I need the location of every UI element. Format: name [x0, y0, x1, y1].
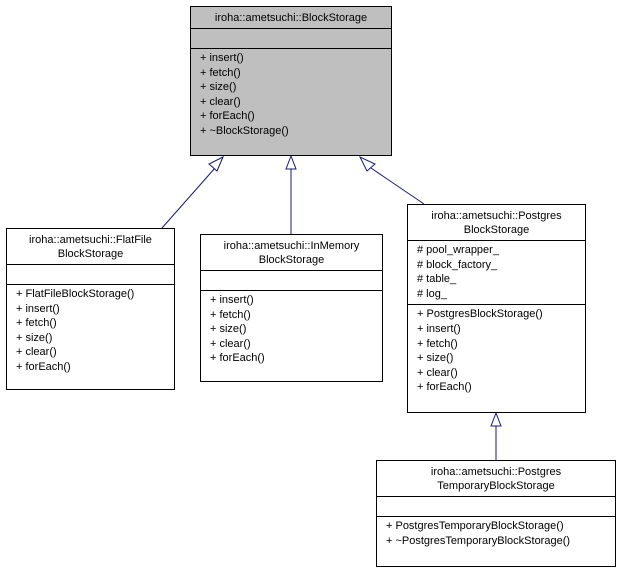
class-flat-file-methods: + FlatFileBlockStorage() + insert() + fe… — [7, 284, 174, 378]
class-title-line: BlockStorage — [57, 248, 124, 260]
class-title-line: iroha::ametsuchi::FlatFile — [29, 234, 152, 246]
edge-flatfile-to-blockstorage — [161, 167, 216, 229]
class-postgres-methods: + PostgresBlockStorage() + insert() + fe… — [408, 304, 585, 398]
arrowhead-postgres-to-blockstorage — [358, 155, 376, 172]
attribute: # table_ — [417, 273, 457, 286]
class-postgres-attributes: # pool_wrapper_ # block_factory_ # table… — [408, 240, 585, 304]
class-block-storage[interactable]: iroha::ametsuchi::BlockStorage + insert(… — [190, 6, 392, 156]
method: + fetch() — [16, 317, 57, 330]
method: + fetch() — [210, 308, 251, 321]
method: + PostgresBlockStorage() — [417, 308, 543, 321]
class-flat-file-title: iroha::ametsuchi::FlatFile BlockStorage — [7, 229, 174, 264]
method: + forEach() — [200, 110, 255, 123]
class-in-memory-attributes — [201, 270, 382, 290]
method: + size() — [210, 323, 247, 336]
class-block-storage-methods: + insert() + fetch() + size() + clear() … — [191, 48, 391, 142]
method: + ~BlockStorage() — [200, 124, 289, 137]
arrowhead-temporary-to-postgres — [490, 411, 502, 427]
method: + size() — [200, 81, 237, 94]
method: + insert() — [200, 52, 244, 64]
class-postgres-block-storage[interactable]: iroha::ametsuchi::Postgres BlockStorage … — [407, 204, 586, 413]
class-block-storage-attributes — [191, 28, 391, 48]
method: + size() — [417, 352, 454, 365]
method: + clear() — [417, 366, 458, 379]
method: + PostgresTemporaryBlockStorage() — [386, 520, 564, 532]
class-title-line: iroha::ametsuchi::Postgres — [430, 466, 562, 478]
class-title-line: BlockStorage — [258, 254, 325, 266]
class-flat-file-attributes — [7, 264, 174, 284]
class-postgres-temporary-block-storage[interactable]: iroha::ametsuchi::Postgres TemporaryBloc… — [376, 460, 616, 567]
attribute: # log_ — [417, 287, 447, 300]
arrowhead-flatfile-to-blockstorage — [208, 155, 224, 172]
class-postgres-temporary-methods: + PostgresTemporaryBlockStorage() + ~Pos… — [377, 516, 615, 551]
class-block-storage-title: iroha::ametsuchi::BlockStorage — [191, 7, 391, 28]
method: + fetch() — [200, 66, 241, 79]
method: + insert() — [16, 302, 60, 315]
method: + size() — [16, 331, 53, 344]
method: + insert() — [210, 294, 254, 306]
attribute: # pool_wrapper_ — [417, 244, 499, 256]
class-title-line: TemporaryBlockStorage — [437, 480, 555, 492]
method: + clear() — [210, 337, 251, 350]
class-title-line: iroha::ametsuchi::Postgres — [431, 210, 562, 222]
class-title-line: iroha::ametsuchi::InMemory — [223, 240, 360, 252]
class-title-line: iroha::ametsuchi::BlockStorage — [214, 12, 368, 24]
class-in-memory-title: iroha::ametsuchi::InMemory BlockStorage — [201, 235, 382, 270]
method: + fetch() — [417, 337, 458, 350]
class-postgres-title: iroha::ametsuchi::Postgres BlockStorage — [408, 205, 585, 240]
method: + insert() — [417, 322, 461, 335]
method: + clear() — [16, 346, 57, 359]
class-postgres-temporary-attributes — [377, 496, 615, 516]
method: + clear() — [200, 95, 241, 108]
edge-postgres-to-blockstorage — [370, 167, 425, 205]
class-flat-file-block-storage[interactable]: iroha::ametsuchi::FlatFile BlockStorage … — [6, 228, 175, 390]
method: + forEach() — [210, 352, 265, 365]
method: + forEach() — [417, 381, 472, 394]
method: + forEach() — [16, 360, 71, 373]
class-in-memory-block-storage[interactable]: iroha::ametsuchi::InMemory BlockStorage … — [200, 234, 383, 382]
arrowhead-inmemory-to-blockstorage — [285, 154, 297, 170]
method: + FlatFileBlockStorage() — [16, 288, 135, 300]
class-postgres-temporary-title: iroha::ametsuchi::Postgres TemporaryBloc… — [377, 461, 615, 496]
method: + ~PostgresTemporaryBlockStorage() — [386, 534, 571, 547]
class-title-line: BlockStorage — [463, 224, 530, 236]
class-in-memory-methods: + insert() + fetch() + size() + clear() … — [201, 290, 382, 369]
attribute: # block_factory_ — [417, 258, 498, 271]
